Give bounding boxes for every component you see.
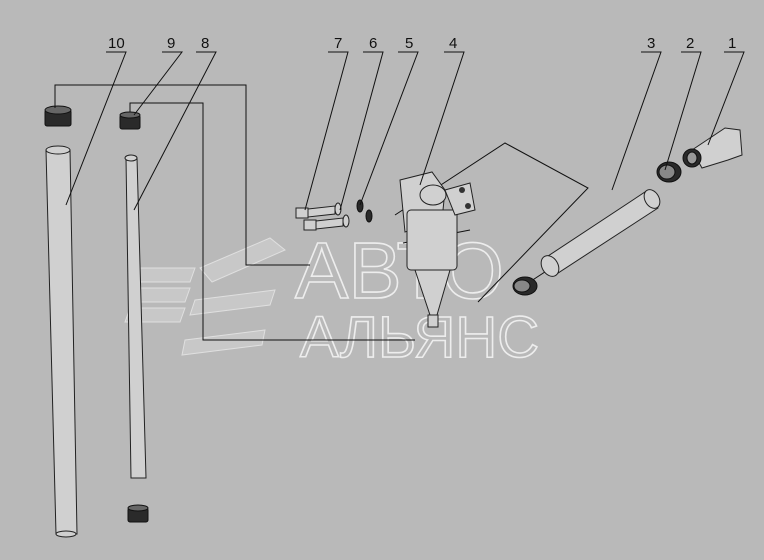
watermark-line1: АВТО bbox=[295, 226, 504, 315]
part-2-clamp bbox=[656, 161, 682, 183]
part-3-hose bbox=[540, 189, 661, 277]
callout-2: 2 bbox=[686, 35, 694, 52]
callout-5: 5 bbox=[405, 35, 413, 52]
callout-3: 3 bbox=[647, 35, 655, 52]
part-10-tube bbox=[45, 145, 78, 538]
callout-7: 7 bbox=[334, 35, 342, 52]
callout-4: 4 bbox=[449, 35, 457, 52]
watermark-line2: АЛЬЯНС bbox=[300, 305, 539, 370]
callout-8: 8 bbox=[201, 35, 209, 52]
part-5-lockwashers bbox=[356, 199, 373, 223]
part-9-clamp-top bbox=[119, 111, 141, 130]
part-10-clamp bbox=[44, 105, 72, 127]
callout-labels: 1 2 3 4 5 6 7 8 9 10 bbox=[108, 35, 736, 52]
watermark-logo bbox=[124, 237, 286, 356]
part-6-washers bbox=[334, 202, 350, 228]
callout-9: 9 bbox=[167, 35, 175, 52]
leader-lines bbox=[65, 51, 745, 211]
part-4-filter bbox=[399, 171, 476, 328]
part-7-bolts bbox=[295, 205, 344, 231]
part-8-tube bbox=[124, 154, 147, 479]
callout-1: 1 bbox=[728, 35, 736, 52]
callout-6: 6 bbox=[369, 35, 377, 52]
part-3-clamp bbox=[512, 276, 538, 296]
part-1-elbow bbox=[682, 127, 743, 169]
part-9-clamp-bottom bbox=[127, 504, 149, 523]
callout-10: 10 bbox=[108, 35, 125, 52]
